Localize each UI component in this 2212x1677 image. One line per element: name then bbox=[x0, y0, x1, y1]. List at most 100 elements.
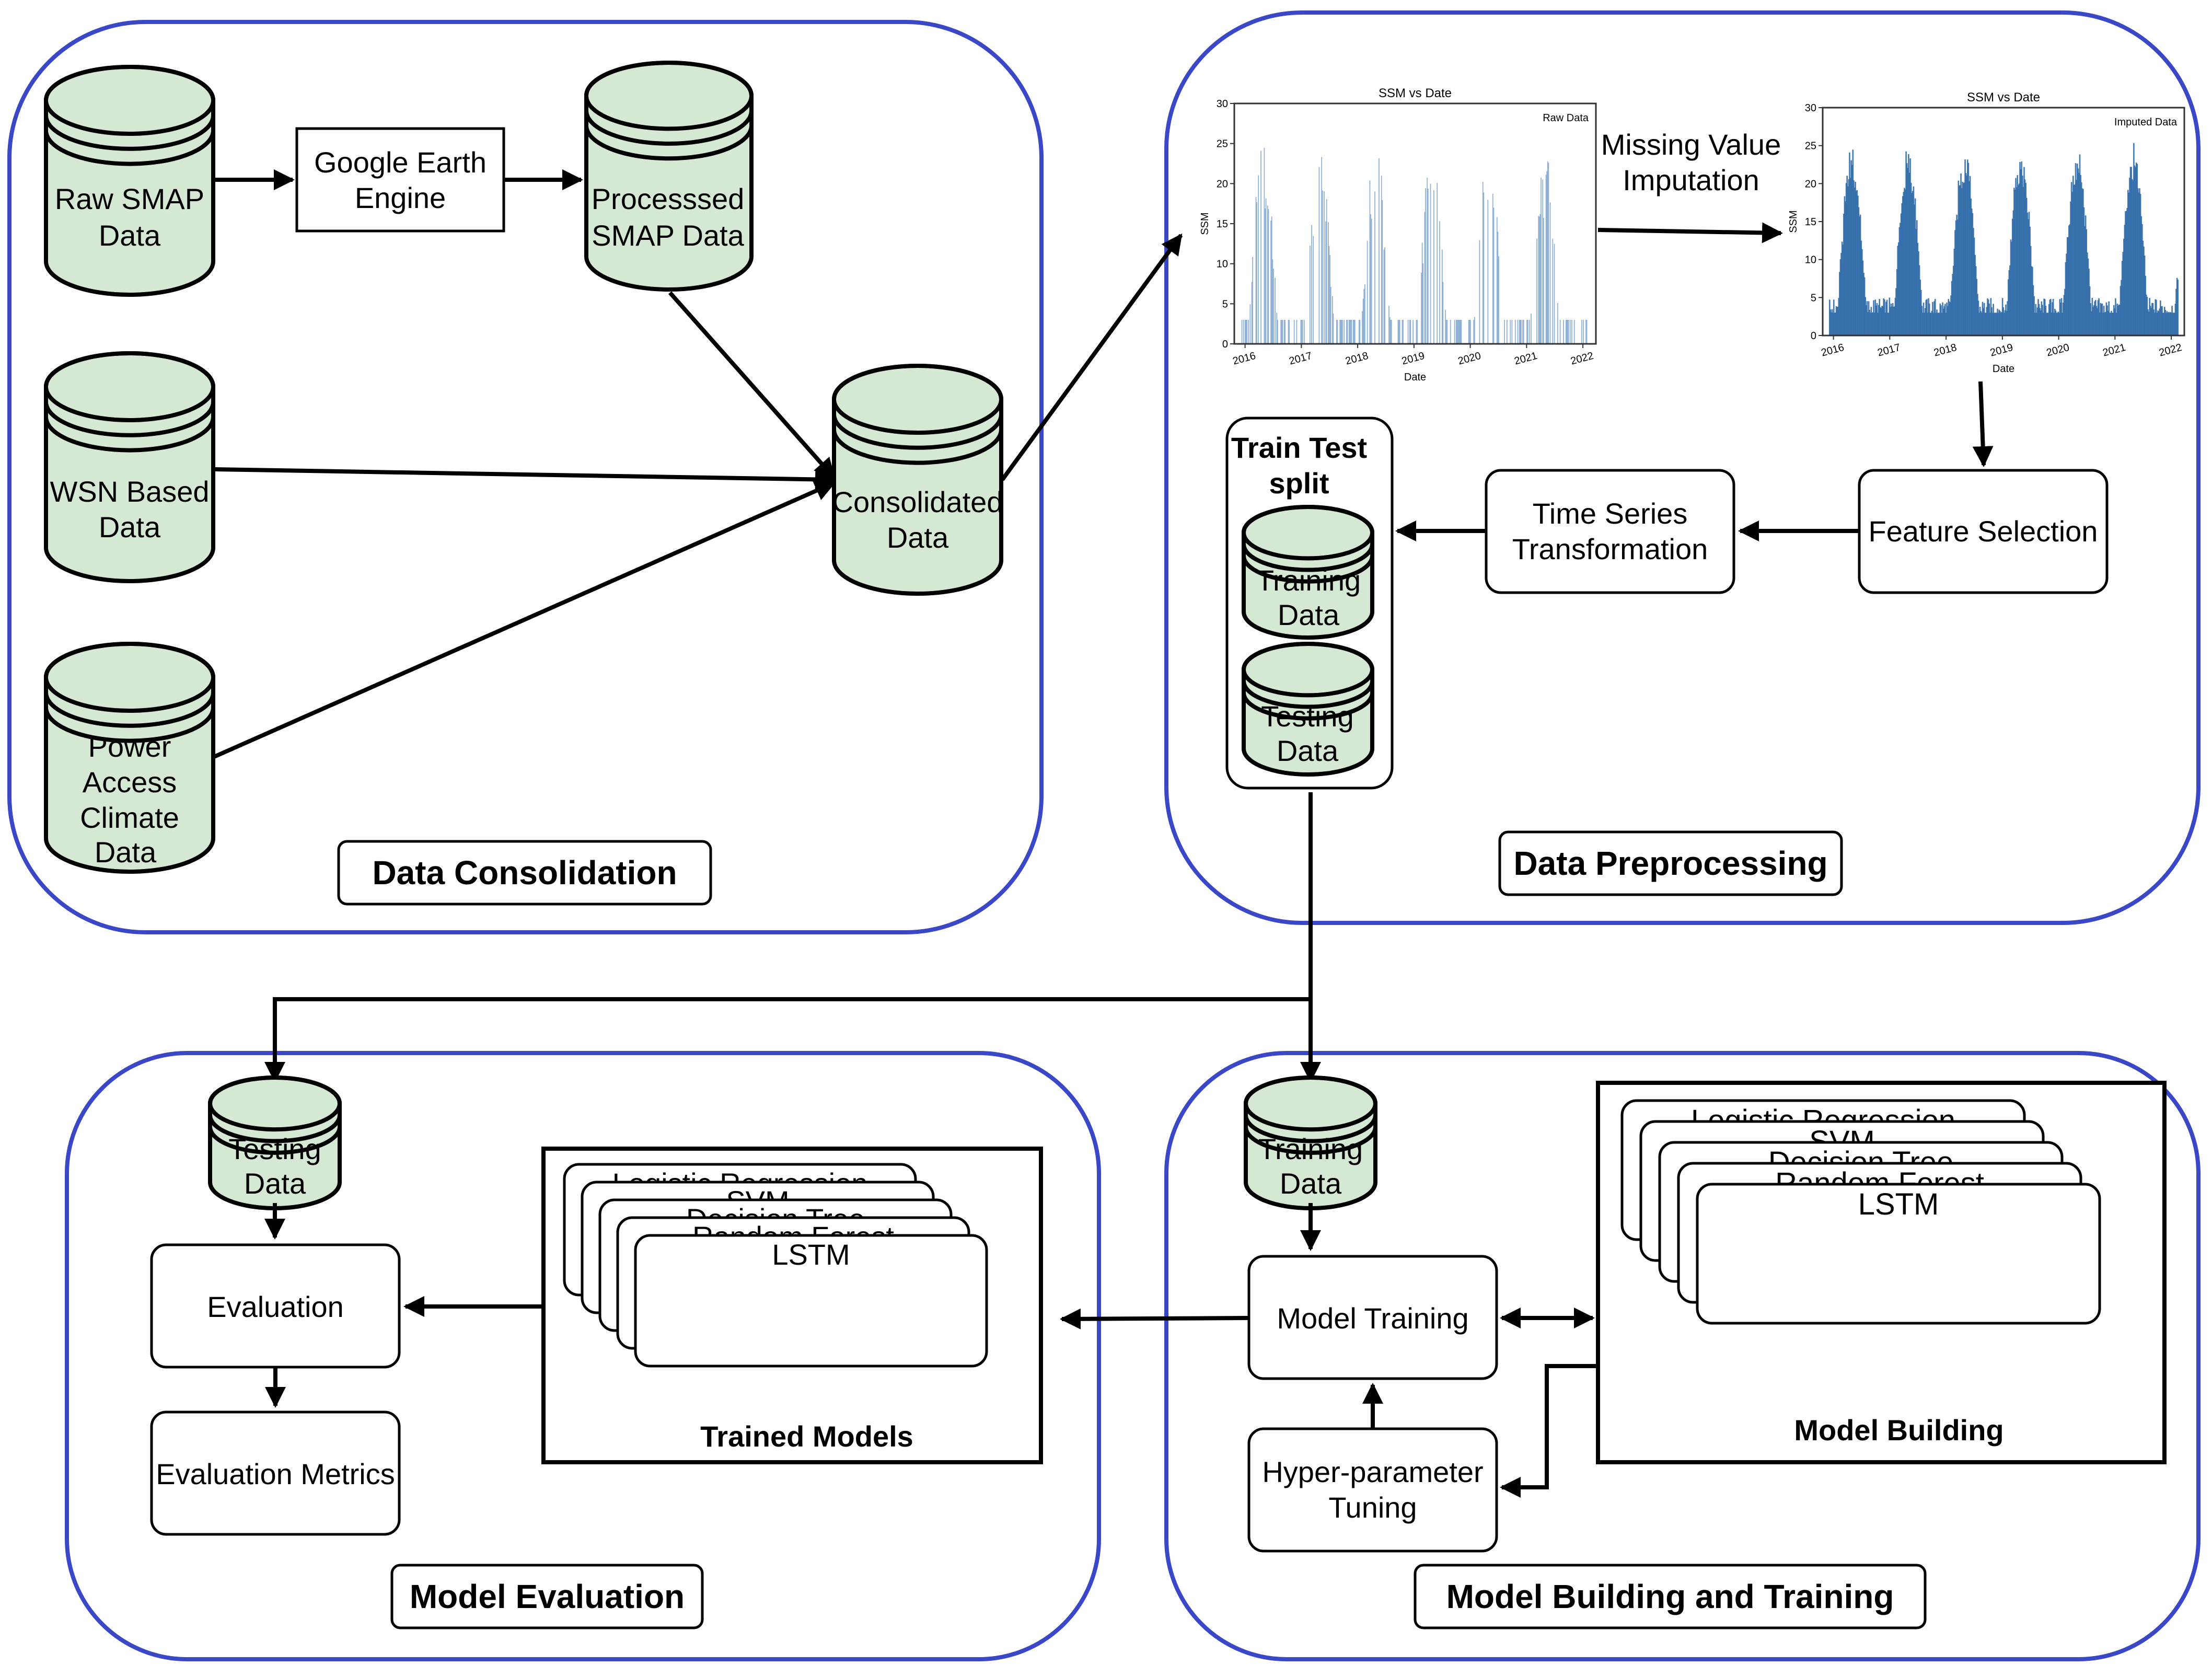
chart-bar bbox=[1325, 221, 1327, 344]
chart-bar bbox=[2008, 270, 2010, 336]
chart-bar bbox=[2163, 313, 2164, 336]
chart-bar bbox=[2174, 304, 2176, 336]
cylinder-ring bbox=[1242, 692, 1374, 721]
chart-bar bbox=[1972, 213, 1974, 336]
consolidated-data-cylinder bbox=[832, 364, 1003, 596]
chart-bar bbox=[1511, 320, 1513, 344]
chart-bar bbox=[1989, 313, 1991, 336]
power-access-climate-label: Access bbox=[83, 766, 177, 799]
chart-bar bbox=[2084, 226, 2086, 336]
chart-bar bbox=[2080, 175, 2081, 336]
chart-bar bbox=[1886, 299, 1888, 336]
chart-bar bbox=[2150, 308, 2152, 336]
y-tick-label: 20 bbox=[1805, 178, 1816, 190]
chart-bar bbox=[1884, 313, 1886, 336]
chart-bar bbox=[1427, 188, 1429, 344]
chart-bar bbox=[1964, 159, 1966, 336]
chart-bar bbox=[2076, 164, 2078, 336]
chart-bar bbox=[1928, 303, 1930, 336]
chart-bar bbox=[1346, 320, 1347, 344]
chart-bar bbox=[2170, 313, 2172, 336]
chart-bar bbox=[1983, 308, 1984, 336]
chart-bar bbox=[1277, 320, 1278, 344]
chart-bar bbox=[2063, 295, 2065, 336]
chart-bar bbox=[2115, 313, 2117, 336]
chart-bar bbox=[2019, 162, 2021, 336]
chart-bar bbox=[1260, 151, 1261, 344]
chart-bar bbox=[1340, 320, 1341, 344]
chart-bar bbox=[2101, 304, 2102, 336]
chart-bar bbox=[1264, 147, 1265, 344]
chart-bar bbox=[2068, 225, 2070, 336]
chart-bar bbox=[1963, 182, 1965, 336]
chart-bar bbox=[2104, 312, 2106, 336]
chart-bar bbox=[1881, 306, 1883, 336]
chart-bar bbox=[2093, 305, 2095, 336]
x-tick-label: 2020 bbox=[1457, 350, 1483, 367]
x-tick-label: 2018 bbox=[1344, 350, 1370, 367]
chart-bar bbox=[1369, 180, 1371, 344]
x-tick-label: 2018 bbox=[1932, 342, 1958, 359]
split-training-data-cylinder bbox=[1242, 505, 1374, 640]
chart-bar bbox=[1860, 240, 1862, 336]
chart-bar bbox=[2042, 305, 2043, 336]
chart-bar bbox=[1842, 244, 1844, 336]
missing-value-imputation-label: Imputation bbox=[1623, 164, 1759, 196]
chart-bar bbox=[1997, 308, 1998, 336]
chart-bar bbox=[2018, 183, 2020, 336]
chart-bar bbox=[1994, 313, 1996, 336]
chart-bar bbox=[2072, 176, 2074, 336]
chart-bar bbox=[2115, 298, 2116, 336]
split-training-data-label: Training bbox=[1256, 564, 1361, 597]
chart-bar bbox=[1528, 320, 1530, 344]
chart-bar bbox=[2162, 313, 2164, 336]
cylinder-top bbox=[1242, 642, 1374, 698]
chart-bar bbox=[1911, 193, 1913, 336]
chart-bar bbox=[1546, 171, 1548, 344]
svg-text:Hyper-parameter: Hyper-parameter bbox=[1262, 1455, 1483, 1488]
chart-bar bbox=[1929, 313, 1931, 336]
chart-bar bbox=[2055, 310, 2057, 336]
chart-bar bbox=[2032, 285, 2034, 336]
chart-bar bbox=[1403, 320, 1404, 344]
chart-bar bbox=[1333, 313, 1334, 344]
chart-bar bbox=[1894, 306, 1895, 336]
chart-bar bbox=[2135, 167, 2136, 336]
chart-bar bbox=[2013, 188, 2015, 336]
chart-bar bbox=[2092, 307, 2094, 336]
chart-bar bbox=[1270, 221, 1272, 344]
chart-bar bbox=[2045, 306, 2047, 336]
chart-bar bbox=[2056, 313, 2058, 336]
chart-bar bbox=[2094, 301, 2095, 336]
chart-bar bbox=[2152, 303, 2154, 336]
y-tick-label: 5 bbox=[1222, 298, 1228, 310]
chart-bar bbox=[2158, 311, 2160, 336]
chart-bar bbox=[2149, 306, 2151, 336]
x-tick-label: 2021 bbox=[1513, 350, 1538, 367]
chart-bar bbox=[1265, 198, 1267, 344]
chart-bar bbox=[2017, 175, 2019, 336]
chart-bar bbox=[1859, 216, 1860, 336]
chart-bar bbox=[1258, 175, 1259, 344]
chart-bar bbox=[1969, 176, 1971, 336]
svg-text:Tuning: Tuning bbox=[1328, 1491, 1417, 1524]
chart-bar bbox=[1846, 176, 1848, 336]
chart-bar bbox=[2005, 304, 2007, 336]
chart-bar bbox=[2080, 182, 2082, 336]
chart-bar bbox=[2089, 286, 2091, 336]
chart-bar bbox=[1915, 229, 1917, 336]
chart-bar bbox=[2065, 262, 2067, 336]
chart-bar bbox=[1963, 183, 1964, 336]
chart-bar bbox=[2128, 192, 2130, 336]
chart-bar bbox=[2047, 313, 2049, 336]
chart-bar bbox=[1265, 209, 1266, 344]
chart-bar bbox=[1949, 301, 1950, 336]
chart-bar bbox=[1255, 196, 1257, 344]
chart-bar bbox=[1951, 281, 1953, 336]
chart-bar bbox=[1328, 222, 1329, 344]
chart-bar bbox=[1883, 299, 1885, 336]
chart-bar bbox=[1898, 242, 1900, 336]
chart-bar bbox=[1843, 213, 1845, 336]
chart-bar bbox=[2139, 188, 2140, 336]
